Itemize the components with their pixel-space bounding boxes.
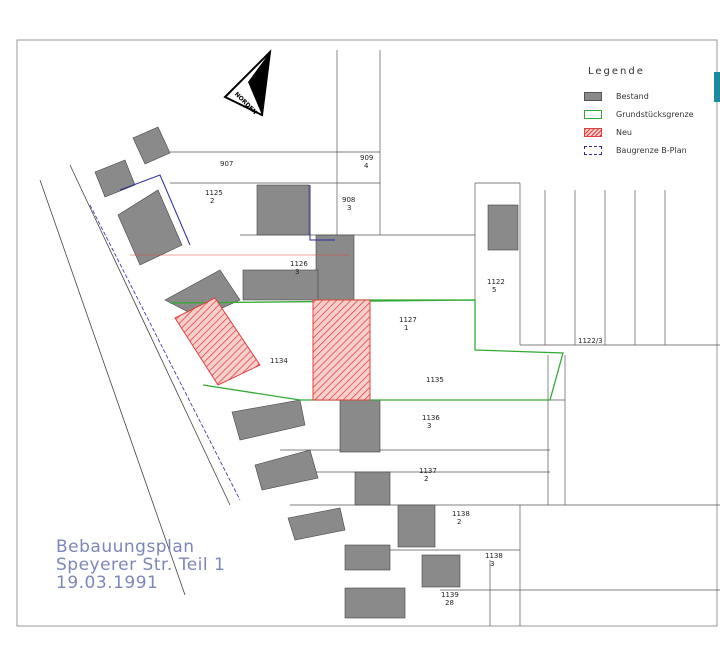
legend-item-neu: Neu [584, 123, 714, 141]
parcel-label: 1138 [452, 510, 470, 518]
plan-title: Bebauungsplan Speyerer Str. Teil 1 19.03… [56, 538, 225, 592]
baugrenze [119, 174, 335, 246]
parcel-label: 4 [364, 162, 369, 170]
parcel-label: 5 [492, 286, 496, 294]
north-arrow-icon [223, 49, 272, 117]
street [39, 164, 241, 596]
parcel-label: 2 [424, 475, 428, 483]
legend-label: Grundstücksgrenze [616, 109, 694, 119]
parcel-label: 1125 [205, 189, 223, 197]
parcel-label: 907 [220, 160, 233, 168]
legend-item-bestand: Bestand [584, 87, 714, 105]
parcel-label: 1134 [270, 357, 288, 365]
parcel-label: 1137 [419, 467, 437, 475]
plan-date: 19.03.1991 [56, 573, 159, 593]
parcel-label: 2 [457, 518, 461, 526]
parcel-label: 1122/3 [578, 337, 603, 345]
parcel-label: 908 [342, 196, 355, 204]
legend: Legende Bestand Grundstücksgrenze Neu Ba… [584, 66, 714, 159]
parcel-label: 1136 [422, 414, 440, 422]
hatch-swatch-icon [584, 127, 602, 137]
legend-item-grundstuecksgrenze: Grundstücksgrenze [584, 105, 714, 123]
parcel-label: 3 [427, 422, 431, 430]
boundary-swatch-icon [584, 109, 602, 119]
legend-label: Neu [616, 127, 632, 137]
parcel-label: 2 [210, 197, 214, 205]
title-line: Bebauungsplan [56, 537, 195, 557]
edge-tab [714, 72, 720, 102]
title-line: Speyerer Str. Teil 1 [56, 555, 226, 575]
parcel-label: 1135 [426, 376, 444, 384]
parcel-label: 3 [490, 560, 494, 568]
bestand-swatch-icon [584, 91, 602, 101]
legend-label: Bestand [616, 91, 649, 101]
parcel-label: 3 [295, 268, 299, 276]
legend-item-baugrenze: Baugrenze B-Plan [584, 141, 714, 159]
parcel-label: 1126 [290, 260, 308, 268]
baugrenze-swatch-icon [584, 145, 602, 155]
parcel-label: 1 [404, 324, 408, 332]
parcel-label: 1127 [399, 316, 417, 324]
parcel-label: 3 [347, 204, 351, 212]
sheet-frame [16, 39, 718, 627]
existing-buildings [94, 126, 519, 619]
parcel-label: 28 [445, 599, 454, 607]
parcel-label: 909 [360, 154, 373, 162]
new-buildings [174, 297, 371, 401]
legend-label: Baugrenze B-Plan [616, 145, 687, 155]
parcel-label: 1139 [441, 591, 459, 599]
legend-title: Legende [588, 66, 645, 77]
parcel-labels: 907 909 4 1125 2 908 3 1126 3 1122 5 112… [205, 154, 603, 607]
parcel-label: 1138 [485, 552, 503, 560]
parcel-label: 1122 [487, 278, 505, 286]
